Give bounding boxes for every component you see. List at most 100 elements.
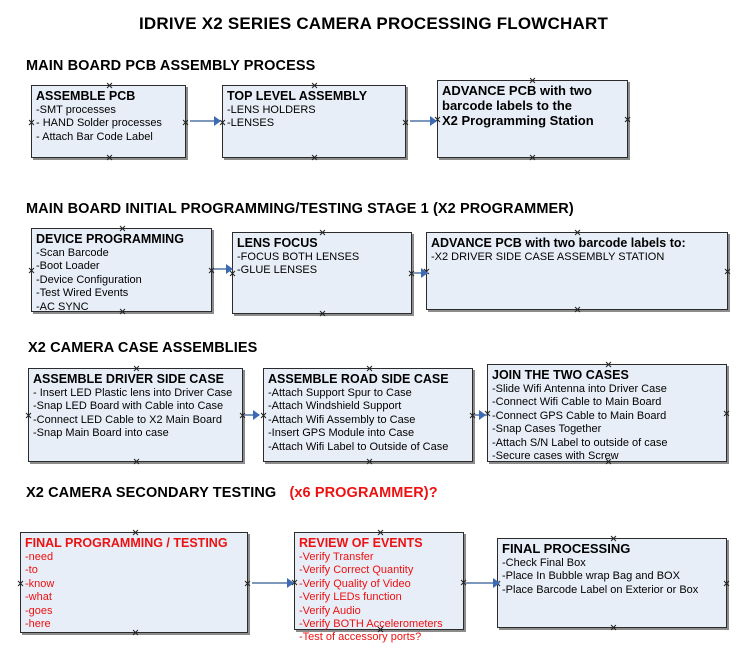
node-advance-pcb-to-driver-side-case-assembly[interactable]: ADVANCE PCB with two barcode labels to: … <box>426 232 728 310</box>
node-heading-line2: barcode labels to the <box>442 98 573 113</box>
handle-right[interactable] <box>402 119 409 126</box>
handle-right[interactable] <box>244 580 251 587</box>
connector-device-programming-to-lens-focus <box>214 268 230 270</box>
handle-left[interactable] <box>28 267 35 274</box>
node-line: -LENS HOLDERS <box>227 104 316 116</box>
handle-bottom[interactable] <box>366 458 373 465</box>
handle-left[interactable] <box>17 580 24 587</box>
section-title-x2-camera-case-assemblies: X2 CAMERA CASE ASSEMBLIES <box>28 340 257 356</box>
node-heading: FINAL PROGRAMMING / TESTING <box>25 536 228 550</box>
node-line: -Place Barcode Label on Exterior or Box <box>502 583 699 596</box>
node-line: -Verify Transfer <box>299 551 374 563</box>
node-line: -Slide Wifi Antenna into Driver Case <box>492 383 667 395</box>
handle-top[interactable] <box>319 229 326 236</box>
node-line: -Snap Main Board into case <box>33 427 169 440</box>
node-line: -Verify Correct Quantity <box>299 564 414 577</box>
section-title-main-board-initial-programming: MAIN BOARD INITIAL PROGRAMMING/TESTING S… <box>26 201 574 217</box>
handle-top[interactable] <box>119 225 126 232</box>
node-final-processing[interactable]: FINAL PROCESSING -Check Final Box -Place… <box>497 538 727 628</box>
node-line: -Test Wired Events <box>36 287 129 300</box>
node-line: -what <box>25 591 52 604</box>
node-line: -Verify BOTH Accelerometers <box>299 618 443 631</box>
handle-bottom[interactable] <box>106 154 113 161</box>
node-line: -SMT processes <box>36 104 116 116</box>
handle-right[interactable] <box>723 410 730 417</box>
node-heading: LENS FOCUS <box>237 236 318 250</box>
node-line: -Attach Windshield Support <box>268 400 402 413</box>
connector-arrowhead <box>493 578 500 588</box>
handle-left[interactable] <box>260 412 267 419</box>
handle-top[interactable] <box>132 529 139 536</box>
handle-bottom[interactable] <box>311 154 318 161</box>
node-line: -here <box>25 618 51 631</box>
node-line: -AC SYNC <box>36 300 89 313</box>
node-line: -Check Final Box <box>502 557 586 569</box>
node-lens-focus[interactable]: LENS FOCUS -FOCUS BOTH LENSES -GLUE LENS… <box>232 232 412 314</box>
handle-right[interactable] <box>724 268 731 275</box>
section-title-text: MAIN BOARD INITIAL PROGRAMMING/TESTING S… <box>26 201 574 217</box>
connector-arrowhead <box>421 268 428 278</box>
handle-top[interactable] <box>377 529 384 536</box>
node-line: -Snap Cases Together <box>492 423 602 436</box>
section-title-text: MAIN BOARD PCB ASSEMBLY PROCESS <box>26 58 316 74</box>
node-heading: JOIN THE TWO CASES <box>492 368 629 382</box>
handle-top[interactable] <box>311 82 318 89</box>
node-line: -Attach Wifi Label to Outside of Case <box>268 440 449 453</box>
node-assemble-driver-side-case[interactable]: ASSEMBLE DRIVER SIDE CASE - Insert LED P… <box>28 368 243 462</box>
handle-bottom[interactable] <box>133 458 140 465</box>
node-top-level-assembly[interactable]: TOP LEVEL ASSEMBLY -LENS HOLDERS -LENSES <box>222 85 406 158</box>
connector-arrowhead <box>479 410 486 420</box>
node-assemble-road-side-case[interactable]: ASSEMBLE ROAD SIDE CASE -Attach Support … <box>263 368 473 462</box>
handle-top[interactable] <box>366 365 373 372</box>
handle-top[interactable] <box>133 365 140 372</box>
page-title: IDRIVE X2 SERIES CAMERA PROCESSING FLOWC… <box>138 14 609 33</box>
handle-right[interactable] <box>723 580 730 587</box>
node-line: -Place In Bubble wrap Bag and BOX <box>502 570 680 583</box>
handle-right[interactable] <box>182 119 189 126</box>
handle-left[interactable] <box>28 119 35 126</box>
node-heading: ADVANCE PCB with two barcode labels to: <box>431 236 686 250</box>
connector-final-programming-to-review-events <box>252 582 290 584</box>
node-advance-pcb-to-x2-programming-station[interactable]: ADVANCE PCB with two barcode labels to t… <box>437 80 628 158</box>
node-line: -Verify Quality of Video <box>299 577 411 590</box>
connector-arrowhead <box>253 410 260 420</box>
handle-top[interactable] <box>605 361 612 368</box>
node-line: -Connect GPS Cable to Main Board <box>492 409 667 422</box>
node-line: -Insert GPS Module into Case <box>268 427 415 440</box>
handle-bottom[interactable] <box>319 310 326 317</box>
handle-left[interactable] <box>25 412 32 419</box>
handle-top[interactable] <box>106 82 113 89</box>
node-heading: DEVICE PROGRAMMING <box>36 232 184 246</box>
section-title-text: X2 CAMERA SECONDARY TESTING <box>26 485 277 501</box>
node-line: -GLUE LENSES <box>237 264 318 277</box>
node-line: -Secure cases with Screw <box>492 450 619 463</box>
handle-bottom[interactable] <box>529 154 536 161</box>
node-line: -LENSES <box>227 117 275 130</box>
connector-arrowhead <box>226 264 233 274</box>
node-heading: TOP LEVEL ASSEMBLY <box>227 89 368 103</box>
node-line-overflow: -Test of accessory ports? <box>299 631 422 644</box>
node-join-the-two-cases[interactable]: JOIN THE TWO CASES -Slide Wifi Antenna i… <box>487 364 727 462</box>
node-line: -Device Configuration <box>36 273 142 286</box>
handle-right[interactable] <box>624 116 631 123</box>
node-line: -Attach S/N Label to outside of case <box>492 436 668 449</box>
node-line: -Verify LEDs function <box>299 591 402 604</box>
handle-bottom[interactable] <box>610 624 617 631</box>
handle-top[interactable] <box>574 229 581 236</box>
section-title-text: X2 CAMERA CASE ASSEMBLIES <box>28 340 258 356</box>
connector-driver-case-to-road-case <box>245 414 259 416</box>
node-heading: ADVANCE PCB with two <box>442 83 592 98</box>
node-line: -Scan Barcode <box>36 247 109 259</box>
node-line: -Connect LED Cable to X2 Main Board <box>33 413 222 426</box>
node-assemble-pcb[interactable]: ASSEMBLE PCB -SMT processes - HAND Solde… <box>31 85 186 158</box>
node-device-programming[interactable]: DEVICE PROGRAMMING -Scan Barcode -Boot L… <box>28 225 212 313</box>
connector-arrowhead <box>214 116 221 126</box>
node-final-programming-testing[interactable]: FINAL PROGRAMMING / TESTING -need -to -k… <box>20 532 248 633</box>
connector-arrowhead <box>287 578 294 588</box>
node-heading: FINAL PROCESSING <box>502 541 631 556</box>
node-review-of-events[interactable]: REVIEW OF EVENTS -Verify Transfer -Verif… <box>294 529 464 643</box>
node-line: - Insert LED Plastic lens into Driver Ca… <box>33 387 233 399</box>
node-line: -Snap LED Board with Cable into Case <box>33 400 224 413</box>
handle-bottom[interactable] <box>574 306 581 313</box>
